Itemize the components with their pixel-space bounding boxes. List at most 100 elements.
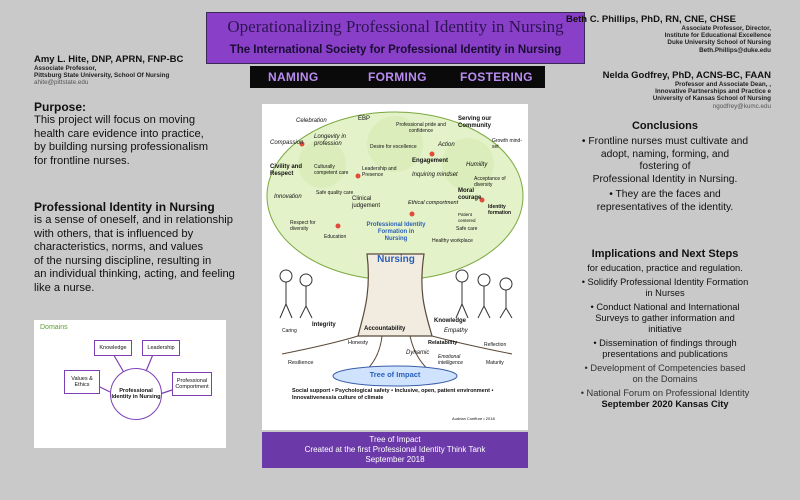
author-line: Associate Professor, Director, <box>681 25 771 32</box>
caption-line: September 2018 <box>365 455 425 464</box>
tree-word: Identity formation <box>488 204 512 216</box>
tree-word: Maturity <box>486 360 504 366</box>
tree-caption: Tree of Impact Created at the first Prof… <box>262 432 528 468</box>
tree-word: Safe care <box>456 226 478 232</box>
definition-line: with others, that is influenced by <box>34 227 194 240</box>
banner-naming: NAMING <box>268 70 319 84</box>
author-line: Innovative Partnerships and Practice e <box>655 88 771 96</box>
definition-heading: Professional Identity in Nursing <box>34 200 215 214</box>
tree-word: Acceptance of diversity <box>474 176 506 188</box>
tree-word: Safe quality care <box>316 190 354 196</box>
conclusion-line: • They are the faces and <box>609 189 721 200</box>
implications-section: Implications and Next Steps for educatio… <box>555 248 775 410</box>
implication-line: • Dissemination of findings through <box>593 338 737 348</box>
author-line: Duke University School of Nursing <box>667 39 771 47</box>
conclusions-heading: Conclusions <box>631 120 698 132</box>
conclusion-line: fostering of <box>639 161 691 172</box>
tree-word: Celebration <box>296 118 327 124</box>
tree-word: Resilience <box>288 360 314 366</box>
tree-trunk-nursing: Nursing <box>377 254 415 265</box>
tree-word: Civility and Respect <box>270 164 303 177</box>
tree-word: Culturally competent care <box>314 164 349 176</box>
title-banner: Operationalizing Professional Identity i… <box>206 12 585 64</box>
author-name: Beth C. Phillips, PhD, RN, CNE, CHSE <box>566 14 736 25</box>
conclusion-line: representatives of the identity. <box>596 201 734 213</box>
implication-line: Surveys to gather information and <box>595 313 735 323</box>
tree-word: Serving our Community <box>458 116 492 129</box>
author-email[interactable]: ahite@pittstate.edu <box>34 79 89 87</box>
tree-word: Reflection <box>484 342 507 348</box>
purpose-line: health care evidence into practice, <box>34 127 204 140</box>
author-line: Professor and Associate Dean, , <box>674 81 771 88</box>
tree-word: Accountability <box>364 326 406 332</box>
author-email[interactable]: Beth.Phillips@duke.edu <box>699 46 771 54</box>
poster-subtitle: The International Society for Profession… <box>229 44 562 56</box>
domain-center-circle: Professional Identity in Nursing <box>110 368 162 420</box>
implication-line: • Conduct National and International <box>590 302 740 312</box>
conclusion-line: • Frontline nurses must cultivate and <box>581 136 749 147</box>
tree-word: Professional pride and confidence <box>396 122 446 134</box>
tree-word: Longevity in profession <box>314 134 347 147</box>
domain-leadership: Leadership <box>142 340 180 356</box>
author-line: University of Kansas School of Nursing <box>652 95 771 103</box>
author-left: Amy L. Hite, DNP, APRN, FNP-BC Associate… <box>34 54 254 87</box>
tree-word: Compassion <box>270 140 304 146</box>
tree-word: Empathy <box>444 328 468 334</box>
tree-word: Growth mind-set <box>492 138 523 150</box>
implications-heading: Implications and Next Steps <box>591 248 739 260</box>
domain-values-ethics: Values & Ethics <box>64 370 100 394</box>
purpose-line: by building nursing professionalism <box>34 141 209 153</box>
definition-line: of the nursing discipline, resulting in <box>34 254 212 267</box>
tree-word: Healthy workplace <box>432 238 473 244</box>
domains-diagram: Domains Knowledge Leadership Values & Et… <box>34 320 226 448</box>
tree-word: Humility <box>466 162 488 168</box>
caption-line: Created at the first Professional Identi… <box>304 445 486 454</box>
poster-title: Operationalizing Professional Identity i… <box>227 17 564 36</box>
definition-line: like a nurse. <box>34 281 95 294</box>
author-name: Nelda Godfrey, PhD, ACNS-BC, FAAN <box>602 70 771 81</box>
author-right-2: Nelda Godfrey, PhD, ACNS-BC, FAAN Profes… <box>566 70 771 110</box>
purpose-line: for frontline nurses. <box>34 154 130 167</box>
banner-forming: FORMING <box>368 70 427 84</box>
tree-word: Respect for diversity <box>290 220 316 232</box>
tree-word: Leadership and Presence <box>362 166 397 178</box>
tree-word: Integrity <box>312 322 336 328</box>
tree-word: Patient centered <box>458 212 476 223</box>
author-name: Amy L. Hite, DNP, APRN, FNP-BC <box>34 54 184 65</box>
tree-word: Honesty <box>348 340 369 346</box>
tree-word: Moral courage <box>458 188 482 201</box>
tree-word: Action <box>438 142 455 148</box>
tree-word: Desire for excellence <box>370 144 417 150</box>
conclusion-line: Professional Identity in Nursing. <box>592 173 738 185</box>
implication-line: initiative <box>648 324 682 334</box>
tree-word: Caring <box>282 328 297 334</box>
tree-of-impact-label: Tree of Impact <box>369 370 421 379</box>
conclusions-section: Conclusions • Frontline nurses must cult… <box>555 120 775 214</box>
purpose-section: Purpose: This project will focus on movi… <box>34 100 259 168</box>
tree-word: Clinical judgement <box>352 196 381 209</box>
implication-line: presentations and publications <box>602 349 728 359</box>
implication-line: • Solidify Professional Identity Formati… <box>581 277 749 287</box>
domain-professional-comportment: Professional Comportment <box>172 372 212 396</box>
tree-word: EBP <box>358 116 371 122</box>
tree-word: Ethical comportment <box>408 200 459 206</box>
implication-line: • National Forum on Professional Identit… <box>580 388 750 398</box>
tree-footer-text: Social support • Psychological safety • … <box>292 388 494 401</box>
author-line: Pittsburg State University, School Of Nu… <box>34 72 170 80</box>
tree-of-impact-illustration: Celebration EBP Professional pride and c… <box>262 104 528 430</box>
tree-word: Inquiring mindset <box>412 172 458 178</box>
tree-word: Knowledge <box>434 318 467 324</box>
naming-forming-fostering-bar: NAMING FORMING FOSTERING <box>250 66 545 88</box>
author-right-1: Beth C. Phillips, PhD, RN, CNE, CHSE Ass… <box>566 14 771 54</box>
author-line: Associate Professor, <box>34 65 97 72</box>
tree-word: Relatability <box>428 340 458 346</box>
domains-label: Domains <box>40 324 68 331</box>
tree-trunk-title: Professional Identity Formation in Nursi… <box>366 222 426 242</box>
definition-section: Professional Identity in Nursing is a se… <box>34 200 264 295</box>
conclusion-line: adopt, naming, forming, and <box>600 148 730 160</box>
implication-final: September 2020 Kansas City <box>601 399 729 409</box>
author-email[interactable]: ngodfrey@kumc.edu <box>712 102 771 110</box>
tree-word: Dynamic <box>406 350 430 356</box>
banner-fostering: FOSTERING <box>460 70 533 84</box>
implications-intro: for education, practice and regulation. <box>587 263 743 273</box>
